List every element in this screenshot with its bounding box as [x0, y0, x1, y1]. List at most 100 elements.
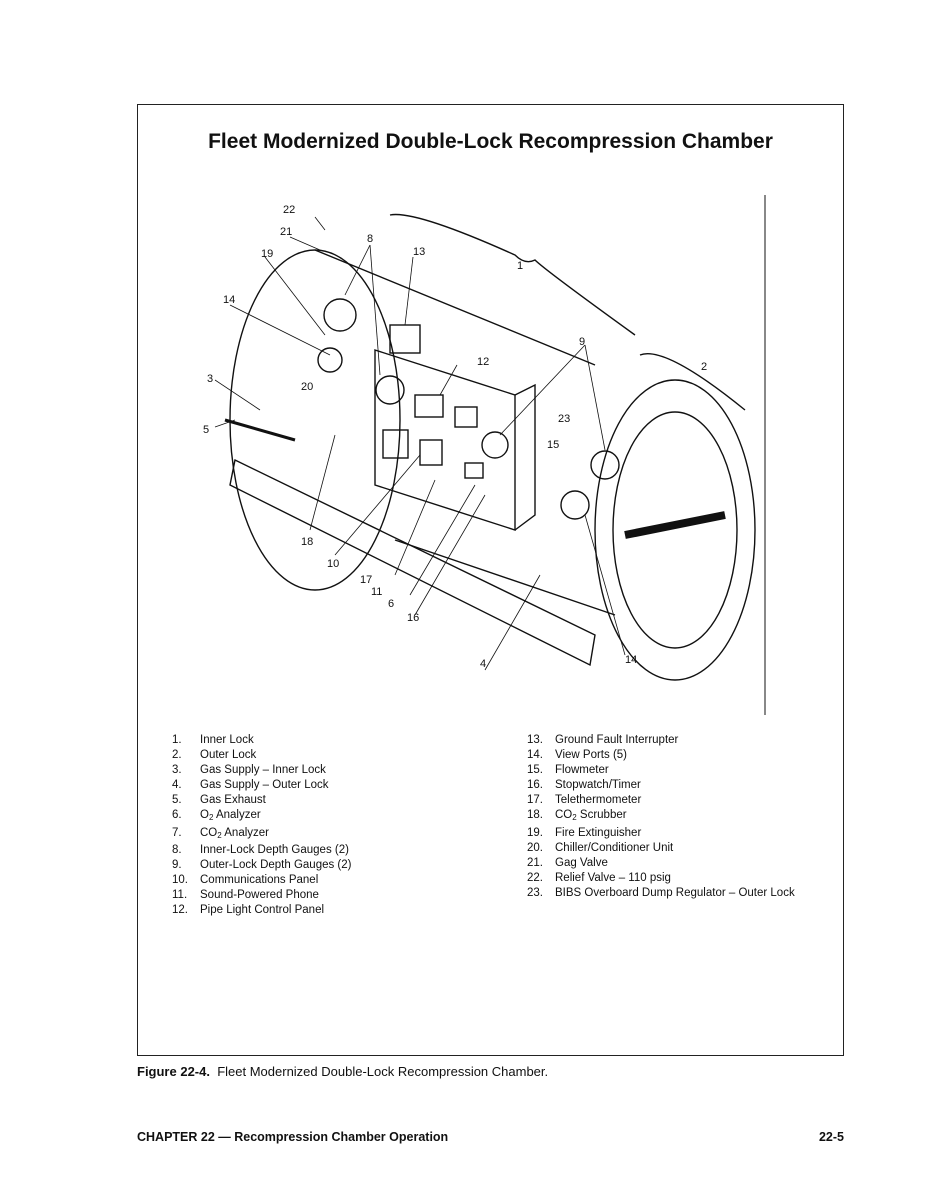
legend-text: BIBS Overboard Dump Regulator – Outer Lo… — [555, 886, 795, 899]
legend-text: CO — [555, 809, 573, 822]
caption-text: Fleet Modernized Double-Lock Recompressi… — [217, 1064, 549, 1079]
callout-18: 18 — [301, 536, 313, 548]
depth-gauge — [481, 431, 509, 459]
legend-label: View Ports (5) — [555, 748, 627, 763]
legend-number: 21. — [527, 856, 543, 869]
legend-number: 14. — [527, 749, 543, 762]
legend-item: 15. Flowmeter — [527, 763, 795, 778]
callout-22: 22 — [283, 204, 295, 216]
legend-label: Ground Fault Interrupter — [555, 733, 678, 748]
callout-12: 12 — [477, 356, 489, 368]
legend-number: 16. — [527, 779, 543, 792]
legend-label: Gas Supply – Inner Lock — [200, 763, 326, 778]
page-number: 22-5 — [818, 1130, 844, 1144]
legend-label: Gag Valve — [555, 856, 608, 871]
legend-left-column: 1. Inner Lock 2. Outer Lock 3. Gas Supply – I… — [172, 733, 352, 918]
legend-item: 14. View Ports (5) — [527, 748, 795, 763]
legend-item: 18.CO2 Scrubber — [527, 808, 795, 825]
legend-label: Inner Lock — [200, 733, 254, 748]
callout-1: 1 — [517, 260, 523, 272]
legend-number: 15. — [527, 764, 543, 777]
legend-text: Relief Valve – 110 psig — [555, 871, 671, 884]
legend-label: Outer Lock — [200, 748, 256, 763]
callout-3: 3 — [207, 373, 213, 385]
legend-text: Outer Lock — [200, 749, 257, 762]
legend-item: 2. Outer Lock — [172, 748, 352, 763]
legend-text: Flowmeter — [555, 764, 609, 777]
legend-item: 3. Gas Supply – Inner Lock — [172, 763, 352, 778]
legend-number: 17. — [527, 794, 543, 807]
legend-item: 12.Pipe Light Control Panel — [172, 903, 352, 918]
page-footer: CHAPTER 22 — Recompression Chamber Opera… — [137, 1130, 844, 1144]
legend-text: Inner-Lock Depth Gauges (2) — [200, 843, 349, 856]
legend-number: 22. — [527, 871, 543, 884]
legend-number: 1. — [172, 734, 182, 746]
legend-number: 10. — [172, 873, 188, 886]
legend-label: Stopwatch/Timer — [555, 778, 641, 793]
callout-14b: 14 — [625, 654, 637, 666]
legend-text: Telethermometer — [555, 794, 642, 807]
legend-label: Inner-Lock Depth Gauges (2) — [200, 843, 349, 858]
figure-title: Fleet Modernized Double-Lock Recompressi… — [208, 130, 773, 153]
legend-label: Communications Panel — [200, 873, 318, 888]
legend-number: 4. — [172, 779, 182, 792]
chamber-drawing: 22 21 8 19 13 14 1 3 20 5 12 9 2 23 15 1… — [203, 195, 766, 715]
legend-label: Telethermometer — [555, 793, 641, 808]
legend-number: 13. — [527, 734, 543, 746]
legend-number: 8. — [172, 843, 182, 856]
legend-text: Fire Extinguisher — [555, 826, 642, 839]
legend-text: Scrubber — [576, 809, 627, 822]
callout-10: 10 — [327, 558, 339, 570]
legend-label: Flowmeter — [555, 763, 609, 778]
legend-item: 11. Sound-Powered Phone — [172, 888, 352, 903]
legend-label: CO2 Scrubber — [555, 808, 627, 825]
callout-4: 4 — [480, 658, 486, 670]
legend-subscript: 2 — [217, 830, 222, 840]
legend-number: 20. — [527, 841, 543, 854]
legend-text: Pipe Light Control Panel — [200, 904, 325, 917]
legend-text: Communications Panel — [200, 873, 319, 886]
legend-subscript: 2 — [208, 813, 214, 823]
legend-label: Gas Exhaust — [200, 793, 266, 808]
skid-base — [229, 458, 596, 667]
callout-11: 11 — [371, 586, 382, 598]
legend-number: 19. — [527, 826, 543, 839]
legend-text: Gas Supply – Inner Lock — [200, 764, 326, 777]
legend-text: Gag Valve — [555, 856, 608, 869]
legend-item: 23.BIBS Overboard Dump Regulator – Outer… — [527, 886, 795, 901]
legend-text: Chiller/Conditioner Unit — [555, 841, 674, 854]
legend-label: Fire Extinguisher — [555, 826, 641, 841]
callout-13: 13 — [413, 246, 425, 258]
callout-21: 21 — [280, 226, 292, 238]
callout-16: 16 — [407, 612, 419, 624]
legend-item: 16. Stopwatch/Timer — [527, 778, 795, 793]
legend-item: 5. Gas Exhaust — [172, 793, 352, 808]
legend-text: Sound-Powered Phone — [200, 888, 319, 901]
legend-item: 7.CO2 Analyzer — [172, 826, 352, 843]
legend-number: 5. — [172, 794, 182, 807]
legend-number: 9. — [172, 858, 182, 871]
legend-number: 11. — [172, 888, 188, 901]
legend-item: 20. Chiller/Conditioner Unit — [527, 841, 795, 856]
legend-label: Sound-Powered Phone — [200, 888, 319, 903]
legend-number: 7. — [172, 826, 182, 839]
legend-number: 2. — [172, 749, 182, 762]
legend-right-column: 13. Ground Fault Interrupter 14. View Ports… — [527, 733, 795, 901]
legend-item: 1. Inner Lock — [172, 733, 352, 748]
legend-label: Gas Supply – Outer Lock — [200, 778, 328, 793]
legend-label: Pipe Light Control Panel — [200, 903, 324, 918]
legend-label: BIBS Overboard Dump Regulator – Outer Lo… — [555, 886, 795, 901]
legend-text: Inner Lock — [200, 734, 254, 746]
legend-subscript: 2 — [572, 813, 577, 823]
callout-20: 20 — [301, 381, 313, 393]
outer-lock-end — [594, 379, 756, 681]
legend-item: 10. Communications Panel — [172, 873, 352, 888]
legend-item: 6.O2 Analyzer — [172, 808, 352, 825]
legend-number: 3. — [172, 764, 182, 777]
callout-8: 8 — [367, 233, 373, 245]
legend-item: 22. Relief Valve – 110 psig — [527, 871, 795, 886]
legend-text: Gas Exhaust — [200, 794, 266, 807]
callout-5: 5 — [203, 424, 209, 436]
callout-23: 23 — [558, 413, 570, 425]
legend-label: Chiller/Conditioner Unit — [555, 841, 673, 856]
